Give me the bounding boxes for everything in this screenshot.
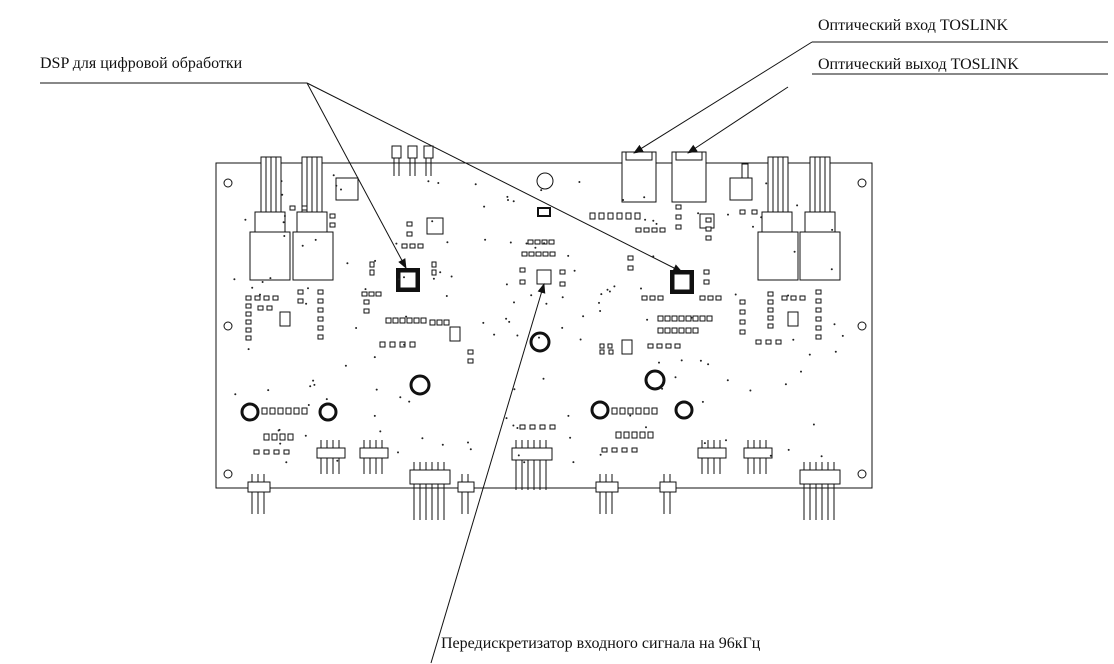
mounting-holes: [223, 172, 867, 479]
dsp-chips: [396, 268, 694, 294]
resampler-leader: [430, 283, 546, 664]
capacitors: [240, 331, 694, 422]
secondary-ics: [279, 207, 799, 355]
vias: [233, 174, 844, 464]
dsp-leader-left: [306, 82, 407, 269]
optical-in-callout: Оптический вход TOSLINK: [818, 17, 1008, 34]
dsp-callout: DSP для цифровой обработки: [40, 55, 243, 72]
pin-headers: [247, 440, 841, 520]
left-potentiometers: [249, 156, 334, 281]
leader-lines: [40, 41, 1108, 664]
optical-out-leader: [687, 86, 789, 154]
optical-out-callout: Оптический выход TOSLINK: [818, 56, 1019, 73]
toslink-connectors: [621, 151, 707, 203]
optical-in-leader: [633, 41, 813, 154]
resampler-callout: Передискретизатор входного сигнала на 96…: [441, 635, 761, 652]
smd-components: [245, 204, 822, 455]
dsp-leader-right: [306, 82, 683, 273]
top-leds: [335, 145, 753, 201]
right-potentiometers: [757, 156, 841, 281]
